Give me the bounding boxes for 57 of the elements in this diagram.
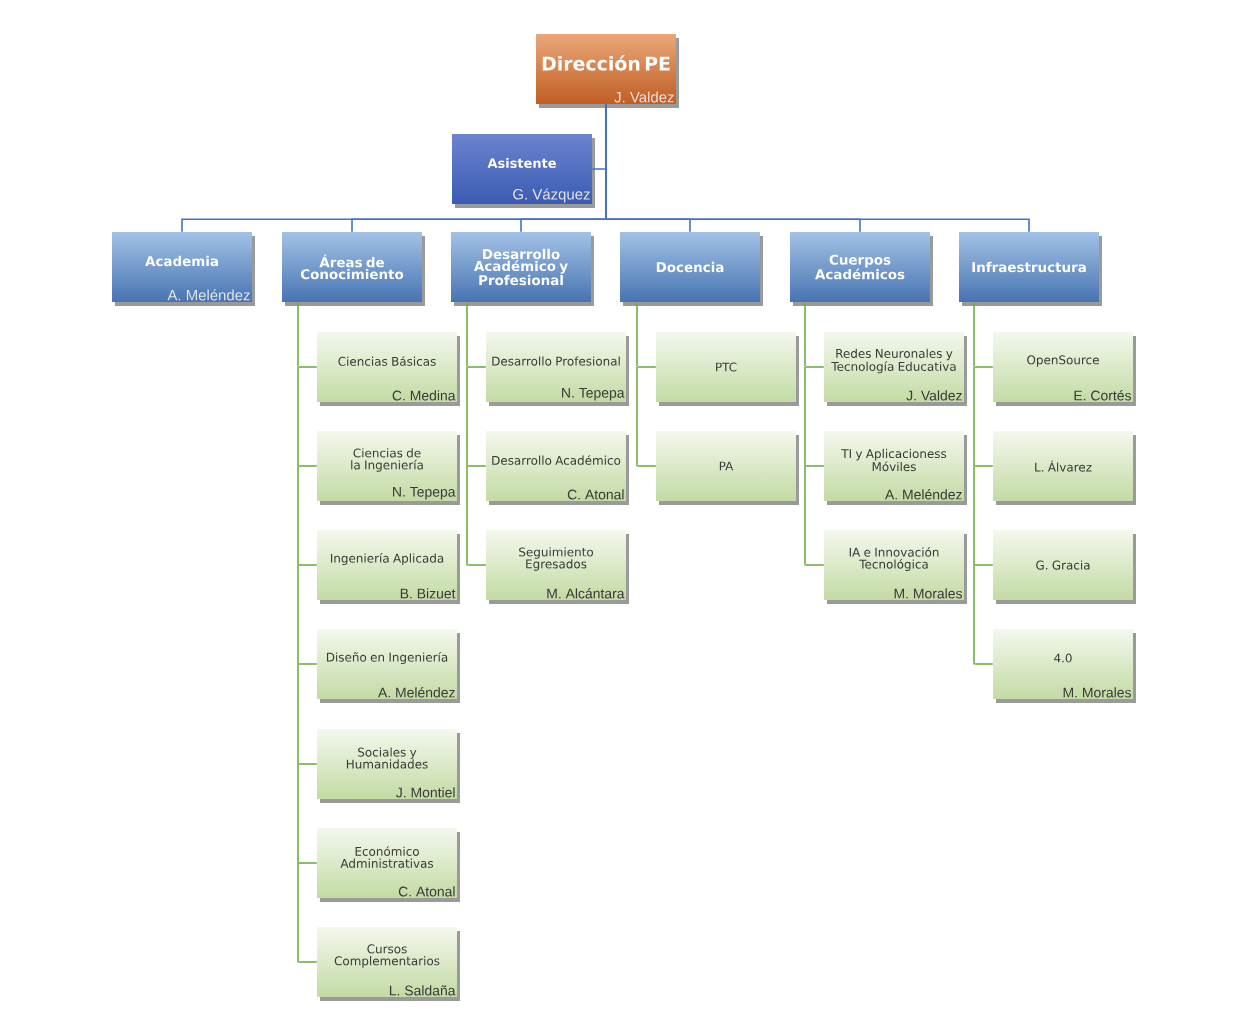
connector-line — [974, 564, 994, 566]
connector-line — [298, 663, 318, 665]
connector-line — [298, 763, 318, 765]
unit-box: IA e Innovación Tecnológica M. Morales — [824, 530, 967, 604]
unit-box: Diseño en Ingeniería A. Meléndez — [317, 629, 460, 703]
connector-bar — [466, 366, 468, 566]
unit-box: Sociales y Humanidades J. Montiel — [317, 729, 460, 803]
unit-box: Seguimiento Egresados M. Alcántara — [486, 530, 629, 604]
connector-line — [974, 663, 994, 665]
connector-bar — [973, 366, 975, 665]
department-box: Cuerpos Académicos — [790, 232, 933, 306]
connector-line — [298, 862, 318, 864]
department-box: Desarrollo Académico y Profesional — [451, 232, 594, 306]
connector-line — [466, 301, 468, 368]
connector-line — [805, 366, 825, 368]
unit-box: TI y Aplicacioness Móviles A. Meléndez — [824, 431, 967, 505]
unit-box: Desarrollo Académico C. Atonal — [486, 431, 629, 505]
connector-line — [298, 961, 318, 963]
unit-box: Cursos Complementarios L. Saldaña — [317, 927, 460, 1001]
connector-line — [298, 465, 318, 467]
unit-box: L. Álvarez — [993, 431, 1136, 505]
department-box: Academia A. Meléndez — [112, 232, 255, 306]
unit-box: 4.0 M. Morales — [993, 629, 1136, 703]
department-box: Docencia — [620, 232, 763, 306]
connector-line — [298, 366, 318, 368]
unit-box: Económico Administrativas C. Atonal — [317, 828, 460, 902]
connector-bar — [297, 366, 299, 963]
connector-line — [637, 366, 657, 368]
connector-line — [805, 465, 825, 467]
department-box: Infraestructura — [959, 232, 1102, 306]
connector-bar — [804, 366, 806, 566]
unit-box: Ingeniería Aplicada B. Bizuet — [317, 530, 460, 604]
connector-line — [804, 301, 806, 368]
unit-box: G. Gracia — [993, 530, 1136, 604]
connector-bar — [636, 366, 638, 467]
department-box: Áreas de Conocimiento — [282, 232, 425, 306]
connector-line — [974, 366, 994, 368]
org-box: Dirección PE J. Valdez — [536, 34, 679, 108]
unit-box: OpenSource E. Cortés — [993, 332, 1136, 406]
connector-line — [298, 564, 318, 566]
unit-box: Redes Neuronales y Tecnología Educativa J. Valdez — [824, 332, 967, 406]
connector-line — [467, 465, 487, 467]
connector-line — [605, 103, 1030, 233]
unit-box: Ciencias Básicas C. Medina — [317, 332, 460, 406]
unit-box: Desarrollo Profesional N. Tepepa — [486, 332, 629, 406]
org-box: Asistente G. Vázquez — [452, 134, 595, 208]
connector-line — [467, 366, 487, 368]
unit-box: PTC — [656, 332, 799, 406]
connector-line — [636, 301, 638, 368]
connector-line — [973, 301, 975, 368]
unit-box: PA — [656, 431, 799, 505]
connector-line — [297, 301, 299, 368]
connector-line — [805, 564, 825, 566]
connector-line — [637, 465, 657, 467]
unit-box: Ciencias de la Ingeniería N. Tepepa — [317, 431, 460, 505]
connector-line — [467, 564, 487, 566]
connector-line — [974, 465, 994, 467]
